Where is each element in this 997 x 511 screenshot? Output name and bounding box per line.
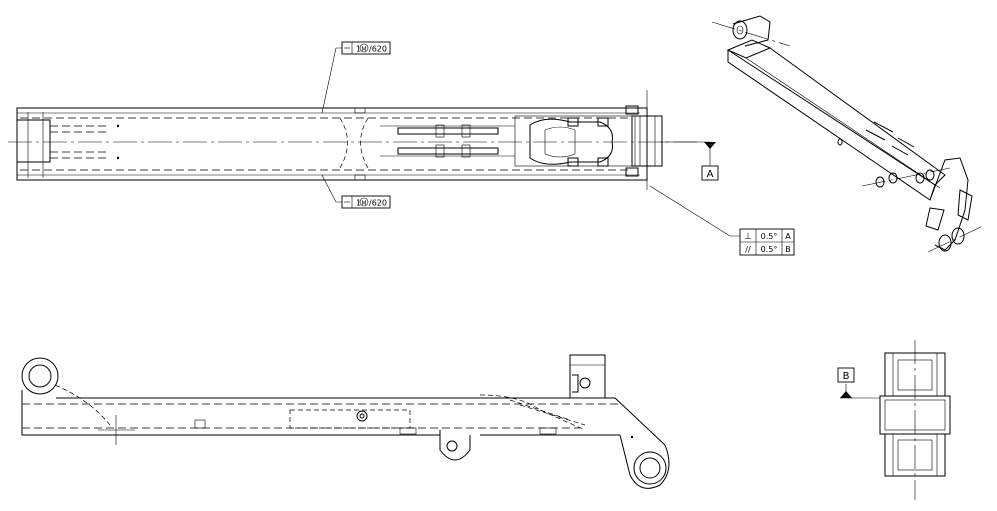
callout-top-modifier: M [361, 46, 366, 53]
fcf-row2-datum: B [785, 245, 791, 254]
fcf-row1-symbol: ⊥ [744, 232, 752, 242]
callout-top-symbol: 1 [356, 45, 361, 54]
callout-bottom-modifier: M [361, 200, 366, 207]
fcf-row2-symbol: // [745, 245, 751, 254]
fcf-row1-datum: A [785, 232, 791, 241]
datum-b-label: B [843, 371, 850, 382]
callout-top-value: /620 [369, 45, 387, 54]
top-view: A [8, 90, 745, 237]
datum-a-label: A [707, 169, 714, 180]
fcf-row2-tolerance: 0.5° [761, 245, 778, 254]
geometric-callout-bottom: 1 M /620 [321, 174, 391, 209]
feature-control-frame: ⊥ 0.5° A // 0.5° B [739, 228, 795, 256]
fcf-row1-tolerance: 0.5° [761, 232, 778, 241]
side-view [21, 354, 670, 489]
callout-bottom-symbol: 1 [356, 199, 361, 208]
end-view: B [837, 340, 951, 500]
geometric-callout-top: 1 M /620 [321, 41, 391, 114]
callout-bottom-value: /620 [369, 199, 387, 208]
isometric-view [711, 15, 986, 253]
